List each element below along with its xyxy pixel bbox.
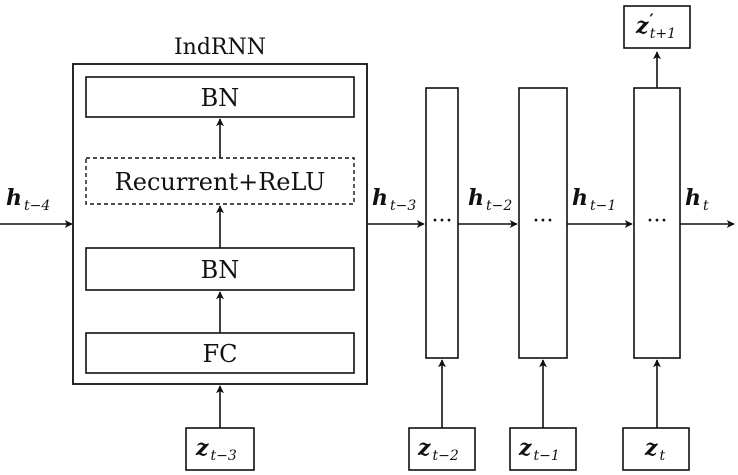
indrnn-title: IndRNN — [174, 35, 266, 60]
output-label-zt1: z′t+1 — [635, 10, 676, 42]
recurrent-relu-layer — [85, 157, 355, 205]
timestep-column-1 — [425, 87, 459, 359]
output-box-zt1 — [623, 5, 691, 49]
input-box-zt1 — [509, 427, 577, 471]
recurrent-relu-label: Recurrent+ReLU — [115, 168, 326, 196]
timestep-column-2 — [518, 87, 568, 359]
ellipsis-2: ··· — [533, 209, 554, 234]
ellipsis-1: ··· — [432, 209, 453, 234]
input-box-zt — [622, 427, 690, 471]
input-box-zt3 — [185, 427, 255, 471]
fc-label: FC — [202, 340, 237, 368]
input-box-zt2 — [408, 427, 476, 471]
bn-top-layer — [85, 76, 355, 118]
bn-top-label: BN — [201, 84, 240, 112]
bn-bottom-label: BN — [201, 256, 240, 284]
ellipsis-3: ··· — [647, 209, 668, 234]
